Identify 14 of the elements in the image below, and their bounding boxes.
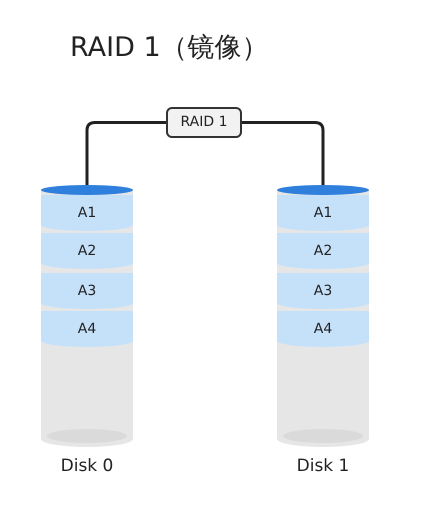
data-block: A3	[277, 273, 369, 309]
data-block: A2	[277, 233, 369, 269]
data-block: A4	[41, 311, 133, 347]
data-block: A3	[41, 273, 133, 309]
data-block: A4	[277, 311, 369, 347]
raid-label-box: RAID 1	[166, 107, 242, 138]
title: RAID 1（镜像）	[70, 31, 269, 65]
data-block: A1	[41, 195, 133, 231]
connector-line	[242, 121, 324, 186]
data-block: A1	[277, 195, 369, 231]
connector-line	[86, 121, 166, 186]
disk-label: Disk 1	[296, 455, 350, 478]
data-block: A2	[41, 233, 133, 269]
disk-label: Disk 0	[60, 455, 114, 478]
